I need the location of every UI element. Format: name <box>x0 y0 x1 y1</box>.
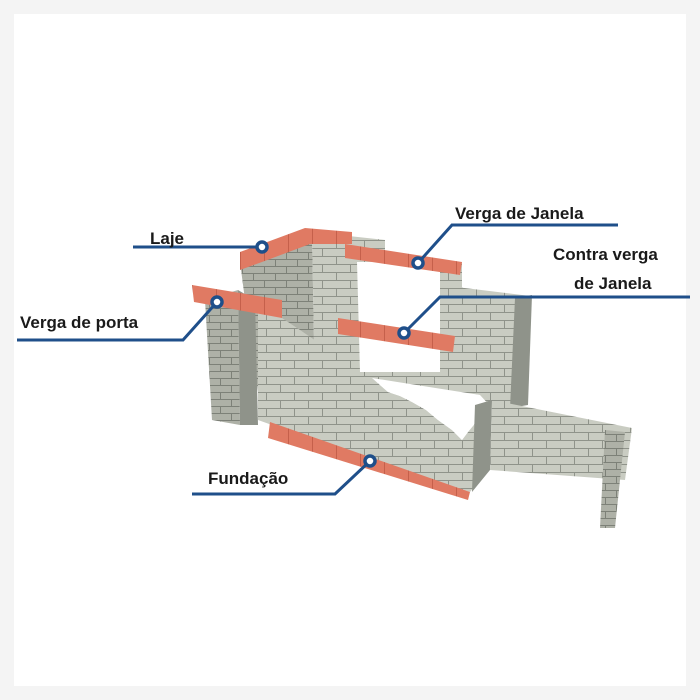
right-wall-end <box>600 430 625 528</box>
contra-verga-marker-icon <box>397 326 411 340</box>
back-wall <box>312 232 530 408</box>
label-laje: Laje <box>150 229 184 248</box>
verga-janela-marker-icon <box>411 256 425 270</box>
label-verga-janela: Verga de Janela <box>455 204 584 223</box>
door-pillar <box>205 290 240 425</box>
label-verga-porta: Verga de porta <box>20 313 139 332</box>
front-wall <box>258 310 490 492</box>
verga-porta-beam <box>192 285 282 318</box>
label-fundacao: Fundação <box>208 469 288 488</box>
fundacao-marker-icon <box>363 454 377 468</box>
verga-porta-marker-icon <box>210 295 224 309</box>
laje-marker-icon <box>255 240 269 254</box>
corner-pillar <box>510 295 532 408</box>
contra-verga-beam <box>338 318 455 352</box>
fundacao-leader <box>192 459 372 496</box>
label-contra-verga-1: Contra verga <box>553 245 658 264</box>
verga-janela-leader <box>416 223 618 265</box>
verga-porta-leader <box>17 300 219 342</box>
right-low-wall <box>490 400 632 480</box>
label-contra-verga-2: de Janela <box>574 274 652 293</box>
leader-lines <box>17 223 690 496</box>
leader-markers <box>210 240 425 468</box>
laje-beam <box>240 228 352 270</box>
front-wall-stepped-gap <box>372 378 480 440</box>
contra-verga-leader <box>402 295 690 335</box>
verga-janela-beam <box>345 244 462 275</box>
front-wall-end <box>472 400 492 492</box>
door-pillar-side <box>238 290 258 425</box>
